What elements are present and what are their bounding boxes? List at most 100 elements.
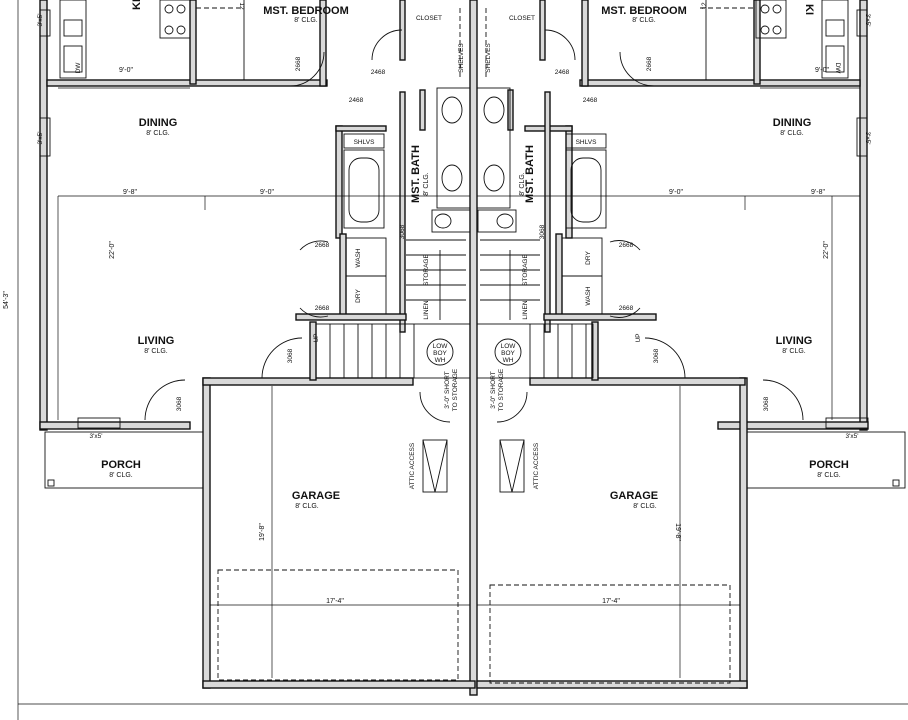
stairs-right: [476, 239, 594, 379]
door-2668-bedroom-right: 2668: [646, 56, 653, 71]
label-garage-right: GARAGE: [610, 490, 658, 502]
door-2668-laundry-left-b: 2668: [315, 305, 330, 312]
door-2068-bath-left: 3068: [399, 224, 406, 239]
dim-window-upper-right: 3'x5': [864, 14, 871, 27]
label-12-left: 12: [238, 2, 245, 10]
label-garage-right-clg: 8' CLG.: [633, 503, 657, 510]
door-2068-bath-right: 3068: [539, 224, 546, 239]
label-mst-bath-left-clg: 8' CLG.: [423, 172, 430, 196]
label-shelves-left: SHELVES: [458, 43, 465, 73]
dim-window-upper-left: 3'x5': [37, 14, 44, 27]
label-porch-right: PORCH: [809, 459, 849, 471]
door-3068-stair-left: 3068: [287, 348, 294, 363]
door-3068-front-right: 3068: [763, 396, 770, 411]
label-lowboy-right-2: BOY: [501, 350, 515, 357]
dim-kitchen-right: 9'-0": [815, 67, 829, 74]
label-garage-left-clg: 8' CLG.: [295, 503, 319, 510]
label-living-right-clg: 8' CLG.: [782, 348, 806, 355]
label-closet-right: CLOSET: [509, 15, 535, 22]
label-porch-left: PORCH: [101, 459, 141, 471]
label-dining-right-clg: 8' CLG.: [780, 130, 804, 137]
door-2468-c: 2468: [555, 69, 570, 76]
label-dw-right: DW: [834, 63, 841, 75]
label-lowboy-left-2: BOY: [433, 350, 447, 357]
label-mst-bath-right: MST. BATH: [524, 145, 536, 203]
label-mst-bath-left: MST. BATH: [410, 145, 422, 203]
dim-garage-depth-left: 19'-8": [259, 523, 266, 541]
label-shlvs-left: SHLVS: [354, 139, 375, 146]
label-mst-bedroom-right-clg: 8' CLG.: [632, 17, 656, 24]
dim-center-right: 9'-0": [669, 189, 683, 196]
label-dining-left-clg: 8' CLG.: [146, 130, 170, 137]
label-short-door-left-2: TO STORAGE: [452, 368, 459, 411]
label-up-left: UP: [313, 333, 320, 342]
dim-living-depth-left: 22'-0": [109, 241, 116, 259]
label-dry-left: DRY: [355, 289, 362, 303]
label-mst-bedroom-left-clg: 8' CLG.: [294, 17, 318, 24]
dim-window-mid-right: 3'x5': [864, 132, 871, 145]
door-2468-b: 2468: [349, 97, 364, 104]
label-porch-left-clg: 8' CLG.: [109, 472, 133, 479]
label-storage-right: STORAGE: [522, 254, 529, 286]
dim-window-living-right: 3'x5': [846, 433, 859, 440]
door-2668-bedroom-left: 2668: [295, 56, 302, 71]
label-storage-left: STORAGE: [423, 254, 430, 286]
door-2668-laundry-right-b: 2668: [619, 305, 634, 312]
label-living-right: LIVING: [776, 335, 813, 347]
dimension-lines: [17, 0, 908, 720]
label-garage-left: GARAGE: [292, 490, 340, 502]
label-short-door-right-2: TO STORAGE: [498, 368, 505, 411]
door-2468-a: 2468: [371, 69, 386, 76]
label-wash-right: WASH: [585, 286, 592, 306]
label-attic-access-right: ATTIC ACCESS: [533, 442, 540, 489]
door-2668-laundry-right-a: 2668: [619, 242, 634, 249]
label-lowboy-left-3: WH: [435, 357, 446, 364]
label-shelves-right: SHELVES: [485, 43, 492, 73]
label-living-left-clg: 8' CLG.: [144, 348, 168, 355]
dim-center-left: 9'-0": [260, 189, 274, 196]
dim-overall-depth: 54'-3": [3, 291, 10, 309]
door-2468-d: 2468: [583, 97, 598, 104]
label-mst-bedroom-left: MST. BEDROOM: [263, 5, 349, 17]
dim-garage-width-right: 17'-4": [602, 598, 620, 605]
dim-garage-width-left: 17'-4": [326, 598, 344, 605]
label-mst-bath-right-clg: 8' CLG.: [519, 172, 526, 196]
door-3068-front-left: 3068: [176, 396, 183, 411]
dim-kitchen-left: 9'-0": [119, 67, 133, 74]
door-2668-laundry-left-a: 2668: [315, 242, 330, 249]
label-attic-access-left: ATTIC ACCESS: [409, 442, 416, 489]
label-mst-bedroom-right: MST. BEDROOM: [601, 5, 687, 17]
label-living-left: LIVING: [138, 335, 175, 347]
label-lowboy-right-3: WH: [503, 357, 514, 364]
dim-living-depth-right: 22'-0": [823, 241, 830, 259]
label-up-right: UP: [635, 333, 642, 342]
label-linen-right: LINEN: [522, 300, 529, 319]
label-lowboy-left-1: LOW: [433, 343, 449, 350]
room-labels: MST. BEDROOM 8' CLG. MST. BEDROOM 8' CLG…: [75, 0, 849, 510]
label-dw-left: DW: [75, 62, 82, 74]
dim-window-living-left: 3'x5': [90, 433, 103, 440]
dim-garage-depth-right: 19'-8": [674, 523, 681, 541]
label-dry-right: DRY: [585, 251, 592, 265]
door-3068-stair-right: 3068: [653, 348, 660, 363]
fixtures: [39, 0, 906, 684]
dim-window-mid-left: 3'x5': [37, 132, 44, 145]
label-porch-right-clg: 8' CLG.: [817, 472, 841, 479]
label-linen-left: LINEN: [423, 300, 430, 319]
label-dining-left: DINING: [139, 117, 178, 129]
label-closet-left: CLOSET: [416, 15, 442, 22]
label-shlvs-right: SHLVS: [576, 139, 597, 146]
dimension-labels: 9'-0" 9'-0" 9'-8" 9'-0" 9'-0" 9'-8" 22'-…: [3, 14, 871, 605]
label-kitchen-left-partial: KI: [131, 0, 143, 10]
walls: [39, 0, 869, 696]
label-12-right: 12: [701, 2, 708, 10]
label-dining-right: DINING: [773, 117, 812, 129]
label-short-door-right-1: 3'-0" SHORT: [490, 371, 497, 408]
label-lowboy-right-1: LOW: [501, 343, 517, 350]
dim-living-width-right: 9'-8": [811, 189, 825, 196]
label-kitchen-right-partial: KI: [803, 4, 815, 15]
label-wash-left: WASH: [355, 248, 362, 268]
dim-living-width-left: 9'-8": [123, 189, 137, 196]
stairs-left: [315, 239, 471, 379]
